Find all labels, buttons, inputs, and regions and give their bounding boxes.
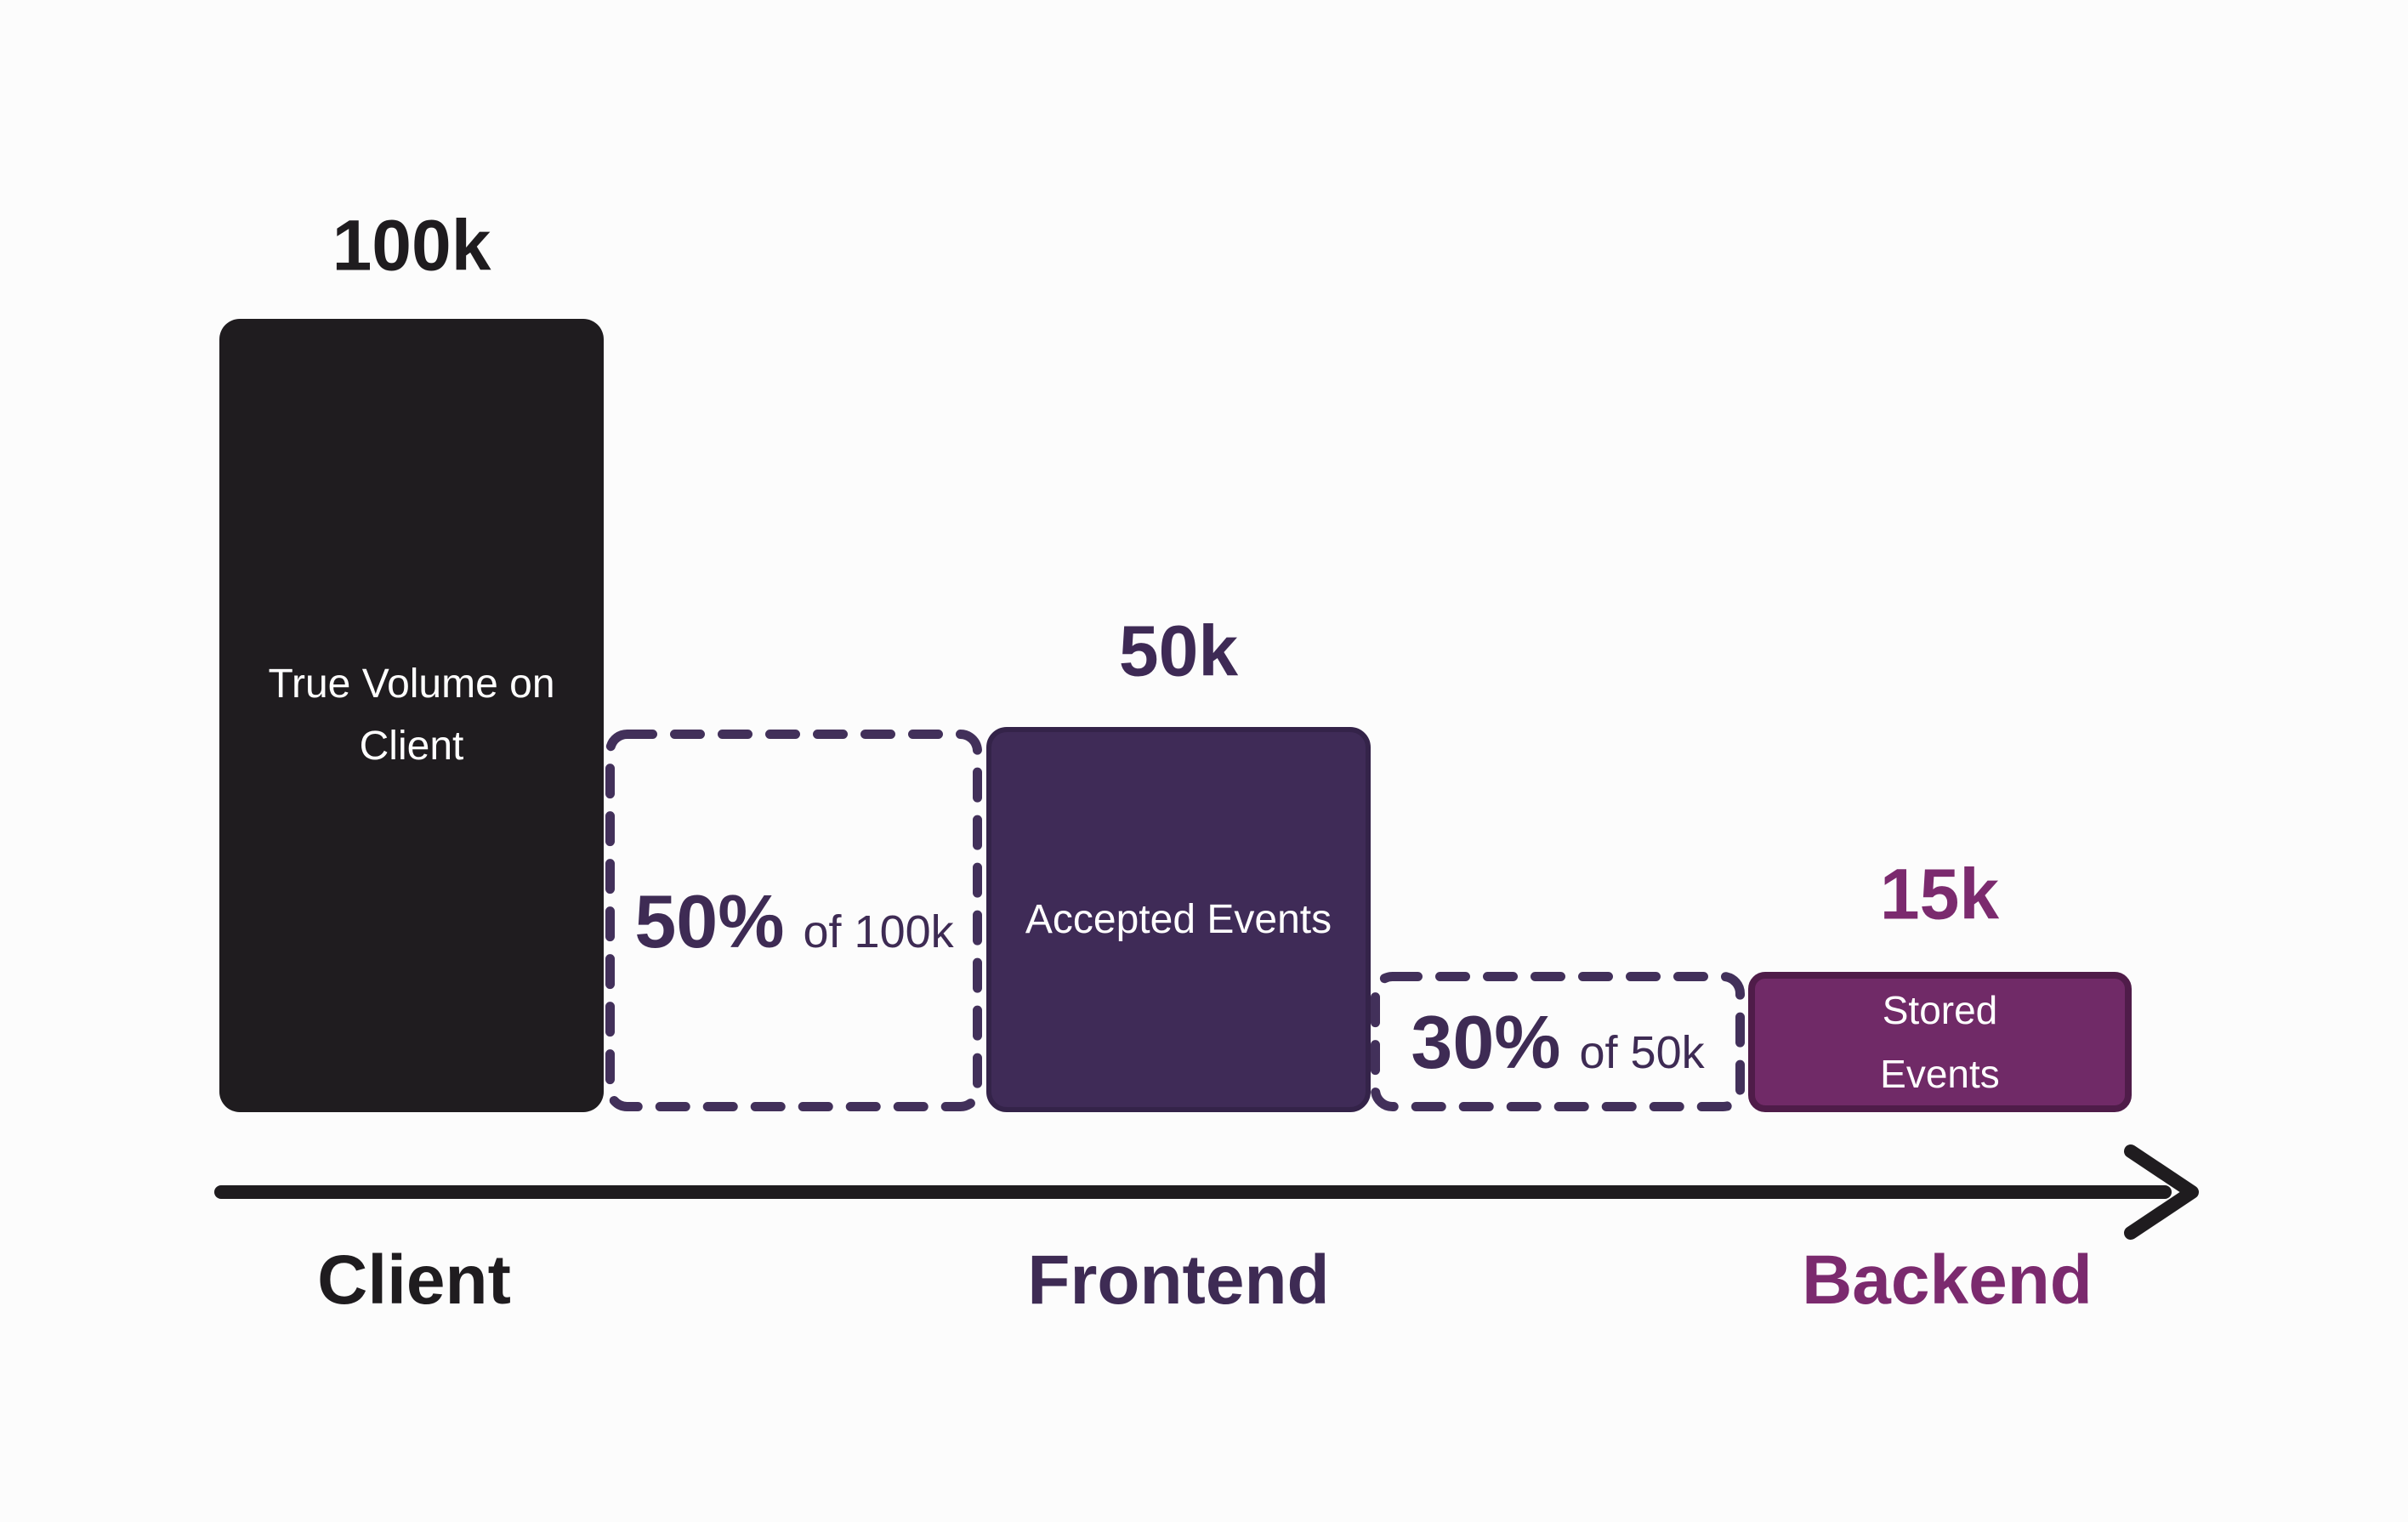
drop-50-basis: of 100k — [803, 906, 954, 957]
accepted-events-bar-label: Accepted Events — [1025, 897, 1332, 942]
drop-30-basis: of 50k — [1579, 1027, 1705, 1078]
arrowhead-icon — [2124, 1144, 2199, 1240]
client-count-label: 100k — [332, 205, 491, 287]
axis-label-frontend: Frontend — [1027, 1241, 1330, 1319]
backend-count-label: 15k — [1880, 854, 1999, 936]
client-bar-label-line2: Client — [359, 723, 464, 769]
drop-50-percentage: 50% — [634, 879, 785, 963]
drop-50-annotation: 50% of 100k — [634, 878, 953, 965]
frontend-count-value: 50k — [1118, 611, 1239, 691]
stored-events-bar-label-line2: Events — [1880, 1051, 2000, 1096]
drop-30-percentage: 30% — [1411, 1000, 1561, 1084]
axis-label-client: Client — [317, 1241, 511, 1319]
stored-events-bar-label-line1: Stored — [1882, 987, 1998, 1032]
client-bar: True Volume on Client — [219, 319, 604, 1112]
frontend-count-label: 50k — [1119, 611, 1238, 693]
client-count-value: 100k — [332, 205, 491, 286]
accepted-events-bar: Accepted Events — [986, 727, 1371, 1112]
backend-count-value: 15k — [1879, 854, 2000, 934]
axis-label-backend: Backend — [1802, 1241, 2093, 1319]
drop-30-annotation: 30% of 50k — [1411, 999, 1704, 1086]
client-bar-label-line1: True Volume on — [268, 661, 555, 707]
stored-events-bar: Stored Events — [1748, 972, 2132, 1112]
